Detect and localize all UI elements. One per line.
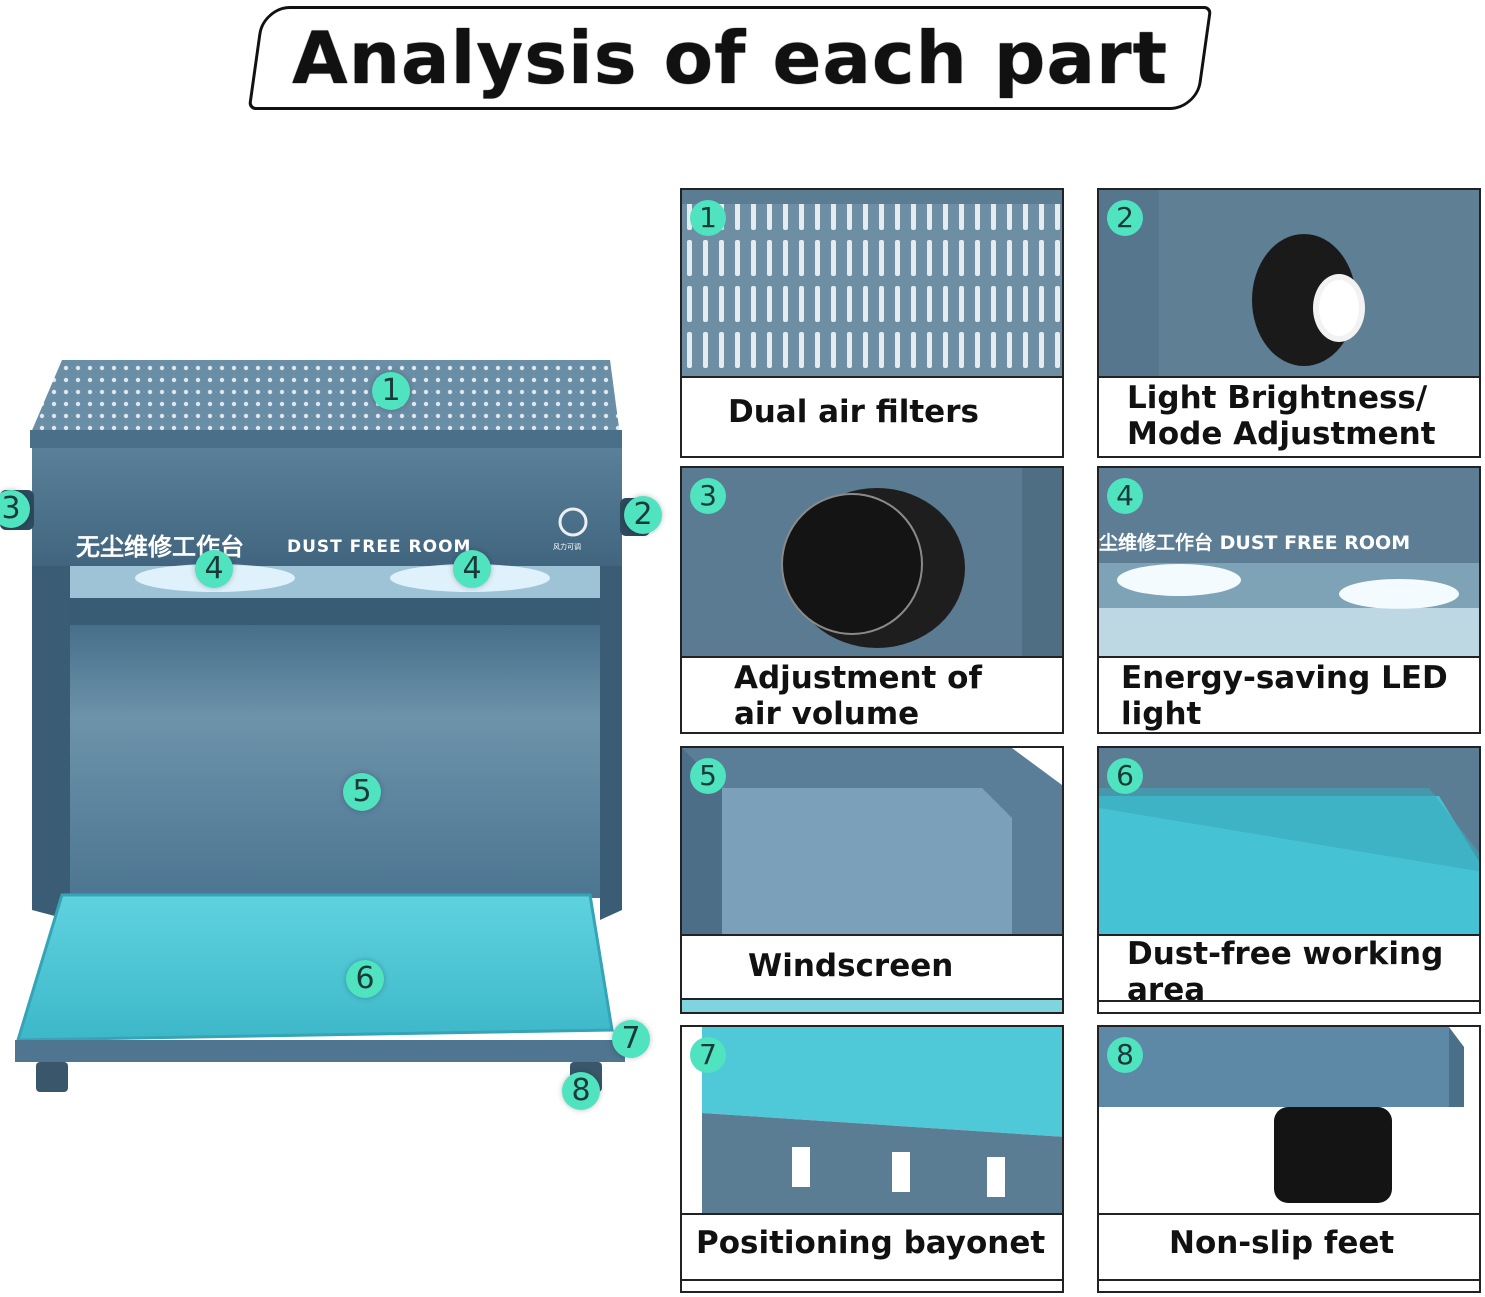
panel-bottom-strip xyxy=(682,998,1062,1012)
panel-bottom-strip xyxy=(682,1279,1062,1291)
caption-line: light xyxy=(1121,696,1202,732)
work-chamber xyxy=(70,598,600,898)
panel-light-brightness: 2 Light Brightness/ Mode Adjustment xyxy=(1097,188,1481,458)
panel-badge-2: 2 xyxy=(1107,200,1143,236)
panel-working-area: 6 Dust-free working area xyxy=(1097,746,1481,1014)
panel-led-light: 尘维修工作台 DUST FREE ROOM 4 Energy-saving LE… xyxy=(1097,466,1481,734)
work-mat xyxy=(15,893,614,1042)
marker-5: 5 xyxy=(343,773,381,811)
panel-badge-5: 5 xyxy=(690,758,726,794)
panel-photo-led xyxy=(1099,468,1479,656)
caption-line: Energy-saving LED xyxy=(1121,660,1448,696)
panel-photo-feet xyxy=(1099,1027,1479,1213)
marker-4b: 4 xyxy=(453,550,491,588)
led-photo-brand: 尘维修工作台 DUST FREE ROOM xyxy=(1099,532,1411,554)
product-illustration xyxy=(0,350,660,1110)
cabinet-drawing xyxy=(0,360,650,1092)
marker-6: 6 xyxy=(346,960,384,998)
caption-line: Mode Adjustment xyxy=(1127,416,1436,452)
marker-2: 2 xyxy=(624,496,662,534)
marker-7: 7 xyxy=(612,1020,650,1058)
panel-bottom-strip xyxy=(1099,1279,1479,1291)
caption-line: Dust-free working xyxy=(1127,936,1444,972)
caption-led-light: Energy-saving LED light xyxy=(1099,656,1479,732)
marker-3: 3 xyxy=(0,490,30,528)
panel-photo-filters xyxy=(682,190,1062,376)
panel-positioning-bayonet: 7 Positioning bayonet xyxy=(680,1025,1064,1293)
caption-non-slip-feet: Non-slip feet xyxy=(1099,1213,1479,1277)
caption-line: Adjustment of xyxy=(734,660,982,696)
cabinet-brand-en: DUST FREE ROOM xyxy=(287,537,472,557)
filter-top xyxy=(30,360,620,435)
caption-line: Light Brightness/ xyxy=(1127,380,1428,416)
caption-line: Windscreen xyxy=(748,948,954,984)
caption-positioning-bayonet: Positioning bayonet xyxy=(682,1213,1062,1277)
panel-photo-knob-2 xyxy=(1099,190,1479,376)
cabinet-logo-label: 风力可调 xyxy=(553,543,581,551)
caption-working-area: Dust-free working area xyxy=(1099,934,1479,1008)
panel-photo-windscreen xyxy=(682,748,1062,934)
caption-air-volume: Adjustment of air volume xyxy=(682,656,1062,732)
panel-badge-3: 3 xyxy=(690,478,726,514)
panel-badge-6: 6 xyxy=(1107,758,1143,794)
panel-badge-7: 7 xyxy=(690,1037,726,1073)
panel-air-volume: 3 Adjustment of air volume xyxy=(680,466,1064,734)
caption-line: air volume xyxy=(734,696,920,732)
page-title: Analysis of each part xyxy=(247,6,1213,110)
marker-4a: 4 xyxy=(195,550,233,588)
caption-light-brightness: Light Brightness/ Mode Adjustment xyxy=(1099,376,1479,456)
panel-badge-1: 1 xyxy=(690,200,726,236)
caption-line: Non-slip feet xyxy=(1169,1225,1395,1261)
panel-badge-4: 4 xyxy=(1107,478,1143,514)
marker-8: 8 xyxy=(562,1072,600,1110)
cabinet-header xyxy=(32,448,622,566)
panel-dual-air-filters: 1 Dual air filters xyxy=(680,188,1064,458)
panel-photo-bayonet xyxy=(682,1027,1062,1213)
panel-non-slip-feet: 8 Non-slip feet xyxy=(1097,1025,1481,1293)
panel-badge-8: 8 xyxy=(1107,1037,1143,1073)
caption-windscreen: Windscreen xyxy=(682,934,1062,996)
caption-dual-air-filters: Dual air filters xyxy=(682,376,1062,456)
panel-bottom-strip xyxy=(1099,1000,1479,1012)
panel-photo-knob-3 xyxy=(682,468,1062,656)
panel-windscreen: 5 Windscreen xyxy=(680,746,1064,1014)
marker-1: 1 xyxy=(372,372,410,410)
caption-line: Dual air filters xyxy=(728,394,979,430)
title-text: Analysis of each part xyxy=(292,16,1168,100)
panel-photo-mat xyxy=(1099,748,1479,934)
caption-line: Positioning bayonet xyxy=(696,1225,1046,1261)
